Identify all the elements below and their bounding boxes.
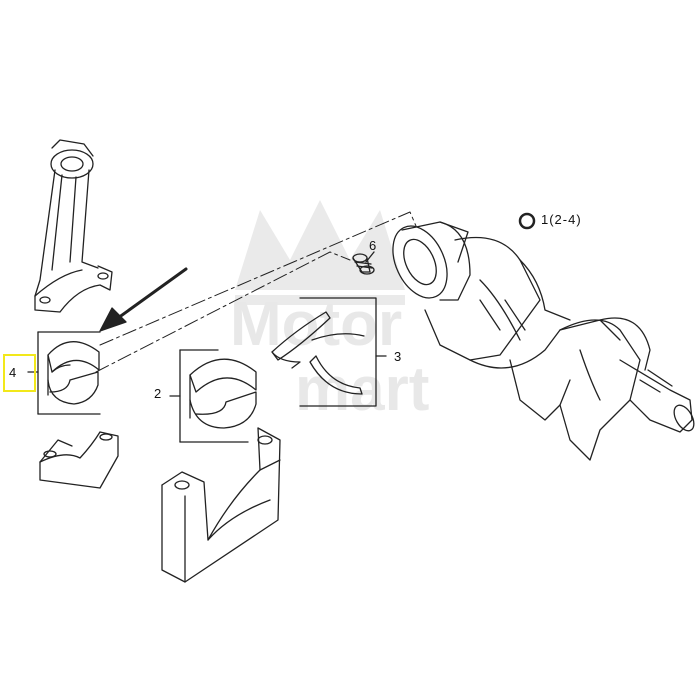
- watermark-text-2: mart: [295, 355, 429, 424]
- thrust-washers: [271, 311, 365, 395]
- connecting-rod: [34, 139, 113, 313]
- conrod-bearing-shells: [47, 341, 100, 405]
- callout-3: 3: [394, 349, 402, 364]
- watermark-text-1: Motor: [230, 290, 402, 359]
- callout-kit: 1(2-4): [541, 212, 582, 227]
- pointer-arrow: [99, 267, 188, 332]
- callout-4: 4: [9, 365, 17, 380]
- kit-circle-icon: [518, 212, 536, 230]
- callout-6: 6: [369, 238, 377, 253]
- pilot-bearing: [352, 253, 375, 275]
- main-bearing-cap: [161, 427, 281, 583]
- highlight-box: [3, 354, 36, 392]
- callout-2: 2: [154, 386, 162, 401]
- crankshaft: [392, 221, 695, 461]
- assembly-lines: [95, 211, 417, 373]
- main-bearing-shells: [189, 358, 257, 429]
- connecting-rod-cap: [39, 431, 119, 489]
